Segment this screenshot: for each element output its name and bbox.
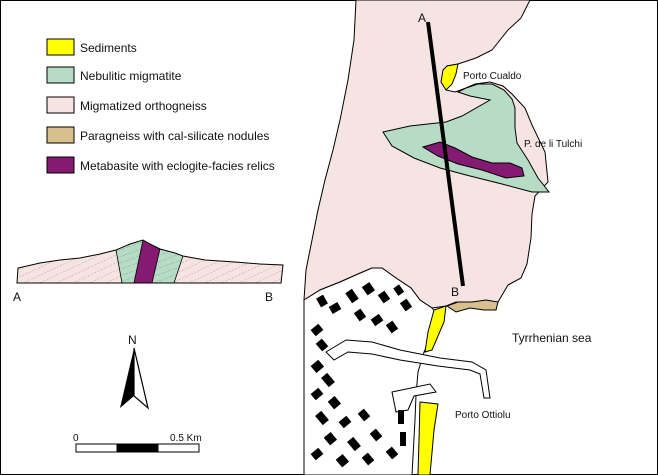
north-arrow-label: N — [128, 333, 137, 347]
profile-hatch-migmatite-east — [152, 249, 183, 283]
scale-bar-black-segment — [116, 443, 159, 453]
legend-label-2: Migmatized orthogneiss — [80, 99, 207, 113]
harbour-pier — [325, 339, 491, 399]
north-arrow: N — [120, 333, 150, 410]
scale-bar: 0 0.5 Km — [73, 433, 202, 453]
legend-swatch-1 — [46, 66, 75, 84]
profile-hatch-east — [174, 256, 283, 283]
legend-label-1: Nebulitic migmatite — [80, 69, 182, 83]
metabasite-lens — [421, 141, 525, 179]
legend-swatch-3 — [46, 126, 75, 144]
profile-outline — [16, 239, 284, 284]
profile-hatch-west — [17, 250, 122, 283]
place-sea: Tyrrhenian sea — [512, 331, 592, 345]
place-porto-ottiolu: Porto Ottiolu — [455, 410, 511, 421]
profile-end-label: B — [265, 290, 273, 304]
profile-contact-1 — [115, 249, 123, 284]
legend-label-4: Metabasite with eclogite-facies relics — [80, 159, 275, 173]
north-arrow-right-half — [133, 347, 150, 410]
legend-label-0: Sediments — [80, 41, 137, 55]
legend-label-3: Paragneiss with cal-silicate nodules — [80, 129, 269, 143]
scale-bar-white-segment — [75, 443, 118, 453]
sediments-beach-south — [424, 305, 447, 353]
section-line — [426, 21, 465, 287]
place-porto-cualdo: Porto Cualdo — [463, 71, 522, 82]
buildings — [310, 282, 413, 468]
legend-swatch-2 — [46, 96, 75, 114]
scale-bar-end: 0.5 Km — [170, 433, 202, 444]
place-tulchi: P. de li Tulchi — [524, 139, 582, 150]
sediments-porto-cualdo — [440, 63, 459, 91]
profile-contact-3 — [151, 248, 161, 284]
profile-start-label: A — [13, 290, 21, 304]
legend-swatch-4 — [46, 156, 75, 174]
legend: Sediments Nebulitic migmatite Migmatized… — [46, 38, 275, 174]
section-line-start-label: A — [418, 11, 426, 25]
profile-metabasite — [134, 240, 160, 283]
section-line-end-label: B — [451, 285, 459, 299]
cross-section-profile: A B — [13, 239, 284, 304]
profile-contact-4 — [173, 255, 184, 284]
sediments-porto-ottiolu — [417, 401, 439, 475]
harbour-breakwater — [391, 383, 437, 413]
legend-swatch-0 — [46, 38, 75, 56]
harbour-coast — [303, 267, 441, 475]
paragneiss-area — [445, 299, 499, 313]
scale-bar-white-segment-2 — [157, 443, 200, 453]
north-arrow-left-half — [120, 348, 134, 408]
profile-contact-2 — [133, 239, 144, 284]
scale-bar-start: 0 — [73, 433, 79, 444]
